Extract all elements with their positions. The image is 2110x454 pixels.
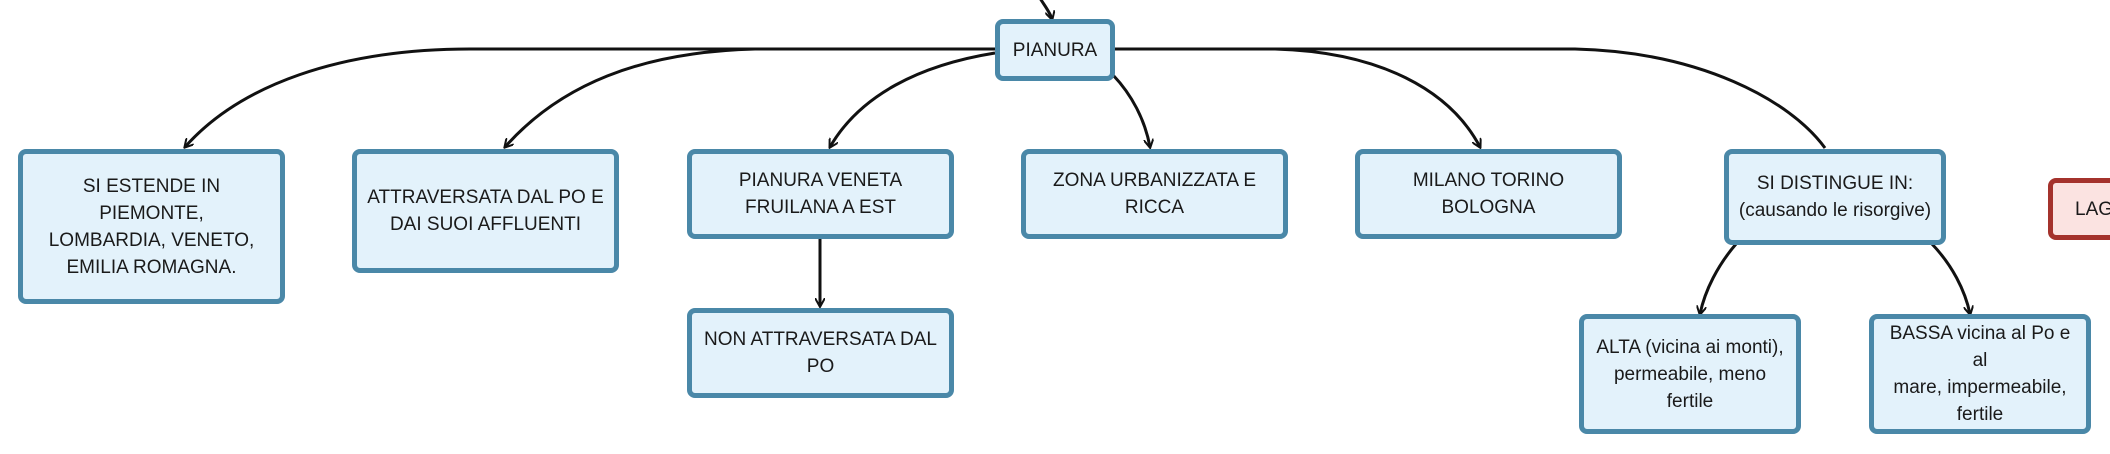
connector-pianura-veneta: [830, 51, 996, 147]
node-estende[interactable]: SI ESTENDE IN PIEMONTE, LOMBARDIA, VENET…: [18, 149, 285, 304]
connector-pianura-estende: [185, 47, 995, 147]
node-lag[interactable]: LAG: [2048, 178, 2110, 240]
node-distingue[interactable]: SI DISTINGUE IN: (causando le risorgive): [1724, 149, 1946, 245]
connector-pianura-attraversata: [505, 47, 995, 147]
node-urbanizzata[interactable]: ZONA URBANIZZATA E RICCA: [1021, 149, 1288, 239]
node-veneta[interactable]: PIANURA VENETA FRUILANA A EST: [687, 149, 954, 239]
connector-pianura-distingue: [1115, 47, 1827, 149]
incoming-connector: [1039, 0, 1052, 19]
node-bassa[interactable]: BASSA vicina al Po e al mare, impermeabi…: [1869, 314, 2091, 434]
connector-pianura-urbanizzata: [1111, 73, 1150, 147]
node-attraversata[interactable]: ATTRAVERSATA DAL PO E DAI SUOI AFFLUENTI: [352, 149, 619, 273]
node-alta[interactable]: ALTA (vicina ai monti), permeabile, meno…: [1579, 314, 1801, 434]
connector-distingue-bassa: [1930, 242, 1970, 314]
node-non-attraversata[interactable]: NON ATTRAVERSATA DAL PO: [687, 308, 954, 398]
node-citta[interactable]: MILANO TORINO BOLOGNA: [1355, 149, 1622, 239]
connector-pianura-citta: [1115, 47, 1480, 147]
node-pianura[interactable]: PIANURA: [995, 19, 1115, 81]
connector-distingue-alta: [1700, 243, 1738, 314]
